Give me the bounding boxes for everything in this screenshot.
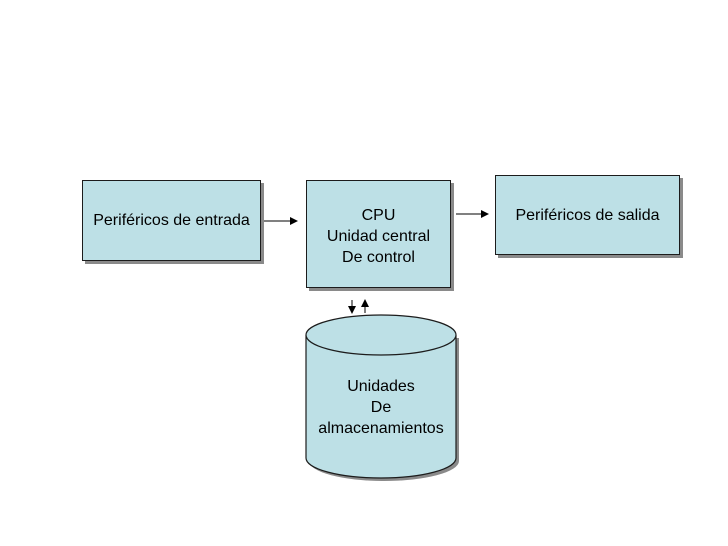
output-peripherals-label: Periféricos de salida — [515, 207, 660, 224]
input-peripherals-box: Periféricos de entrada — [82, 180, 261, 261]
storage-cylinder — [305, 314, 459, 481]
storage-label-line-1: Unidades — [347, 378, 415, 395]
storage-label-line-3: almacenamientos — [318, 420, 444, 437]
cpu-control-unit-label: Unidad central — [326, 228, 431, 245]
cpu-box: CPU Unidad central De control — [306, 180, 451, 288]
output-peripherals-box: Periféricos de salida — [495, 175, 680, 255]
cpu-label: CPU — [361, 207, 396, 224]
storage-units-label: Unidades De almacenamientos — [306, 376, 456, 439]
input-peripherals-label: Periféricos de entrada — [93, 212, 250, 229]
cpu-control-label: De control — [342, 249, 415, 266]
storage-label-line-2: De — [370, 399, 392, 416]
